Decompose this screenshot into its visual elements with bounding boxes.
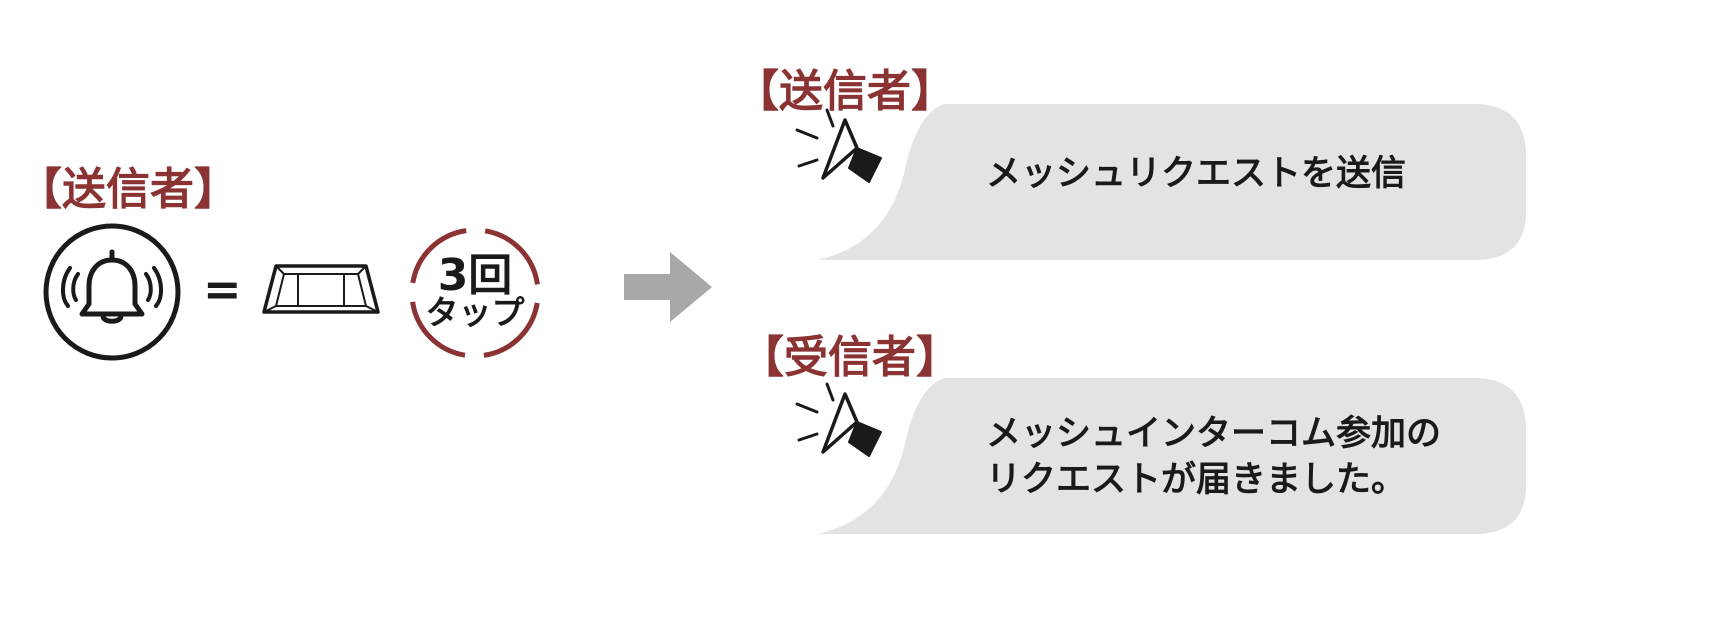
right-receiver-label: 【受信者】 [740, 332, 960, 383]
tap-count: 3回 [437, 250, 513, 301]
trapezoid-button-icon [262, 264, 380, 314]
speaker-icon [795, 108, 882, 183]
sender-message: メッシュリクエストを送信 [986, 154, 1407, 194]
speaker-icon [795, 382, 882, 457]
right-arrow-icon [624, 252, 712, 322]
receiver-message-line2: リクエストが届きました。 [986, 460, 1407, 500]
left-sender-label: 【送信者】 [18, 164, 238, 215]
bell-ringing-icon [43, 223, 181, 361]
equals-sign: = [203, 262, 242, 316]
tap-word: タップ [425, 293, 525, 332]
right-sender-label: 【送信者】 [735, 66, 955, 117]
speech-bubble [818, 378, 1526, 534]
receiver-message-line1: メッシュインターコム参加の [986, 414, 1442, 454]
speech-bubble [818, 104, 1526, 260]
